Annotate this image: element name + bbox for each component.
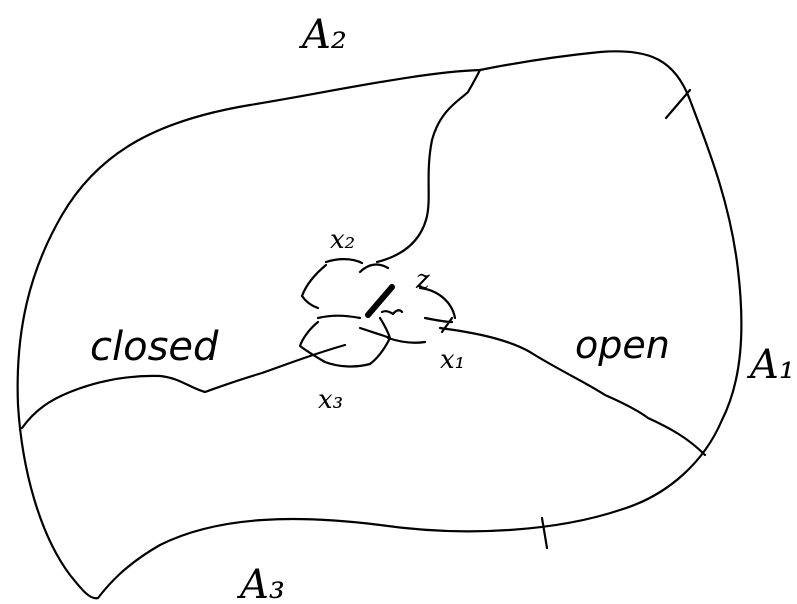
label-x2: x₂ (330, 225, 355, 255)
label-a3: A₃ (236, 562, 285, 604)
bump-x3-bottom (325, 362, 370, 366)
bump-x1 (388, 338, 425, 343)
bump-z-lower (425, 318, 452, 322)
label-x3: x₃ (318, 385, 343, 415)
boundary-tick-bottom (542, 518, 547, 548)
label-z: z (415, 265, 430, 295)
boundary-tick-top-right (666, 90, 690, 118)
label-closed: closed (90, 324, 219, 370)
label-a1: A₁ (746, 342, 795, 388)
label-open: open (575, 323, 670, 367)
bump-x2-right (360, 265, 388, 272)
bump-middle (318, 316, 360, 318)
bump-x2-left (302, 265, 326, 308)
curve-x2-to-boundary (377, 70, 480, 262)
bump-x2-top (326, 259, 362, 263)
center-tiny-mark (382, 310, 402, 314)
label-x1: x₁ (440, 345, 465, 375)
label-a2: A₂ (298, 12, 347, 58)
bump-x3-right (360, 328, 390, 364)
